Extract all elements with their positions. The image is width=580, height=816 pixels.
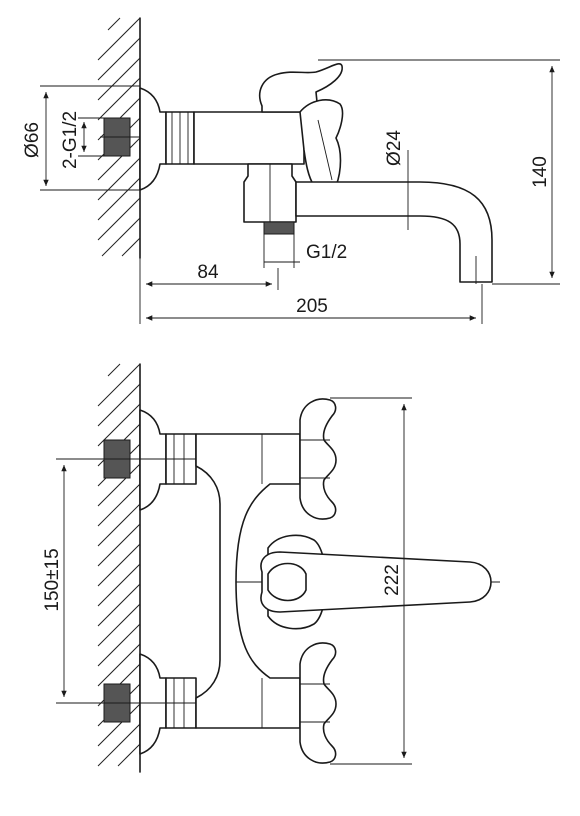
side-view: Ø66 2-G1/2 Ø24 140 G1/2 84 205 [22, 17, 560, 324]
dim-spout-diameter: Ø24 [384, 130, 405, 166]
spout-front [260, 551, 492, 613]
dim-total-height: 222 [382, 564, 403, 596]
dim-diameter-flange: Ø66 [22, 122, 43, 158]
dim-height: 140 [530, 156, 551, 188]
dim-wall-to-outlet: 84 [197, 262, 219, 283]
flange-lower [139, 653, 167, 755]
mixer-body-front [195, 433, 301, 729]
dim-center-distance: 150±15 [42, 548, 63, 611]
outlet-thread [263, 221, 295, 235]
dim-inlet-thread: 2-G1/2 [60, 111, 81, 169]
dim-total-reach: 205 [296, 296, 328, 317]
wall-flange [139, 87, 167, 191]
spout [295, 181, 493, 283]
flange-upper [139, 409, 167, 511]
handle-upper-front [299, 398, 337, 520]
spout-collar [267, 562, 307, 602]
dim-outlet-thread: G1/2 [306, 242, 347, 263]
handle-top-side [258, 63, 343, 113]
handle-lever-side [299, 99, 344, 196]
handle-lower-front [299, 642, 337, 764]
mixer-body-side [193, 111, 305, 165]
front-view: 150±15 222 [42, 363, 500, 773]
